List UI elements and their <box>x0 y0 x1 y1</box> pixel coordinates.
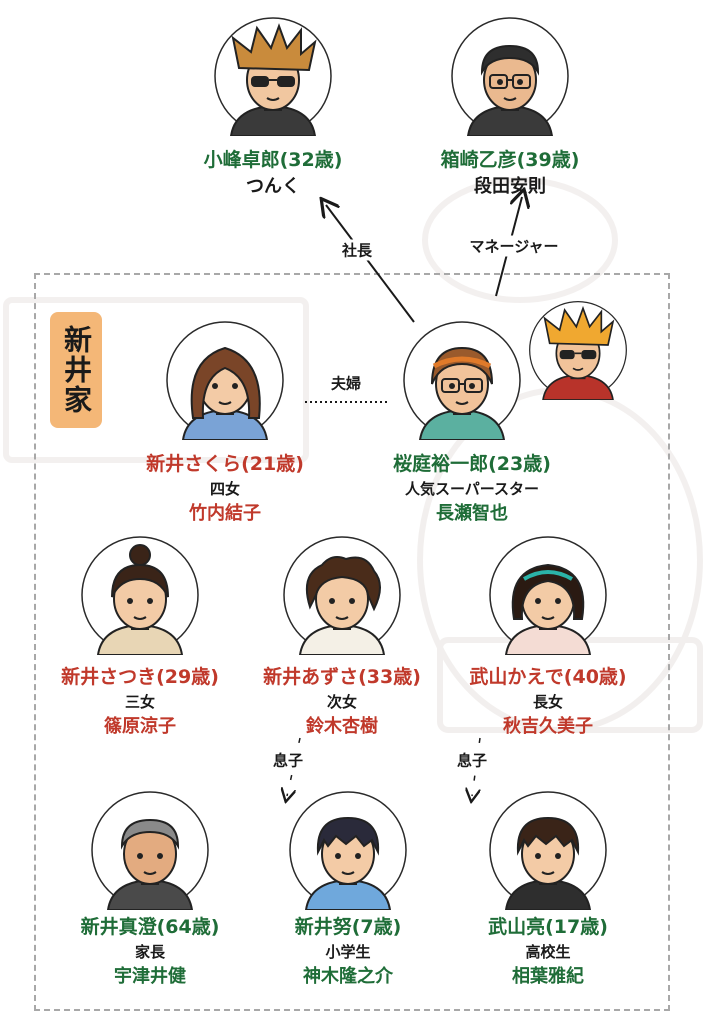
person-actor: 段田安則 <box>474 176 546 197</box>
relation-label-shacho: 社長 <box>338 239 376 261</box>
avatar-sakuraba <box>402 320 522 440</box>
avatar-sakuraba-alt <box>528 300 628 400</box>
relation-label-fufu: 夫婦 <box>327 372 365 394</box>
person-kaede: 武山かえで(40歳) 長女 秋吉久美子 <box>428 665 668 738</box>
person-actor: 長瀬智也 <box>436 503 508 524</box>
person-sakuraba: 桜庭裕一郎(23歳) 人気スーパースター 長瀬智也 <box>352 452 592 525</box>
person-name: 箱崎乙彦(39歳) <box>440 149 580 171</box>
person-name: 武山かえで(40歳) <box>469 666 627 688</box>
family-label-text: 新井家 <box>60 325 93 415</box>
avatar-azusa <box>282 535 402 655</box>
avatar-hakozaki <box>450 16 570 136</box>
person-name: 新井さつき(29歳) <box>61 666 219 688</box>
avatar-komine <box>213 16 333 136</box>
person-actor: 神木隆之介 <box>303 966 393 987</box>
avatar-masumi <box>90 790 210 910</box>
person-satsuki: 新井さつき(29歳) 三女 篠原涼子 <box>20 665 260 738</box>
relation-label-manager: マネージャー <box>466 235 562 257</box>
person-role: 高校生 <box>525 943 571 961</box>
relation-label-musuko-1: 息子 <box>269 749 307 771</box>
person-name: 新井さくら(21歳) <box>146 453 304 475</box>
relation-label-musuko-2: 息子 <box>453 749 491 771</box>
avatar-kaede <box>488 535 608 655</box>
person-azusa: 新井あずさ(33歳) 次女 鈴木杏樹 <box>222 665 462 738</box>
person-name: 桜庭裕一郎(23歳) <box>393 453 551 475</box>
person-actor: 秋吉久美子 <box>503 716 593 737</box>
avatar-sakura <box>165 320 285 440</box>
person-name: 小峰卓郎(32歳) <box>203 149 343 171</box>
person-tsutomu: 新井努(7歳) 小学生 神木隆之介 <box>228 915 468 988</box>
person-masumi: 新井真澄(64歳) 家長 宇津井健 <box>30 915 270 988</box>
person-hakozaki: 箱崎乙彦(39歳) 段田安則 <box>390 148 630 198</box>
person-name: 武山亮(17歳) <box>488 916 608 938</box>
person-komine: 小峰卓郎(32歳) つんく <box>153 148 393 198</box>
person-actor: 鈴木杏樹 <box>306 716 378 737</box>
person-role: 長女 <box>532 693 563 711</box>
avatar-satsuki <box>80 535 200 655</box>
person-role: 小学生 <box>325 943 371 961</box>
person-role: 三女 <box>124 693 155 711</box>
person-ryo: 武山亮(17歳) 高校生 相葉雅紀 <box>428 915 668 988</box>
person-actor: 篠原涼子 <box>104 716 176 737</box>
person-actor: 相葉雅紀 <box>512 966 584 987</box>
person-name: 新井努(7歳) <box>294 916 402 938</box>
person-name: 新井真澄(64歳) <box>80 916 220 938</box>
person-name: 新井あずさ(33歳) <box>263 666 421 688</box>
person-role: 四女 <box>209 480 240 498</box>
avatar-ryo <box>488 790 608 910</box>
person-actor: つんく <box>246 176 300 197</box>
person-role: 人気スーパースター <box>404 480 540 498</box>
person-sakura: 新井さくら(21歳) 四女 竹内結子 <box>105 452 345 525</box>
family-group-box <box>34 273 670 1011</box>
person-actor: 宇津井健 <box>114 966 186 987</box>
person-actor: 竹内結子 <box>189 503 261 524</box>
person-role: 家長 <box>134 943 165 961</box>
shacho-line <box>326 205 415 323</box>
family-label: 新井家 <box>50 312 102 428</box>
person-role: 次女 <box>326 693 357 711</box>
avatar-tsutomu <box>288 790 408 910</box>
